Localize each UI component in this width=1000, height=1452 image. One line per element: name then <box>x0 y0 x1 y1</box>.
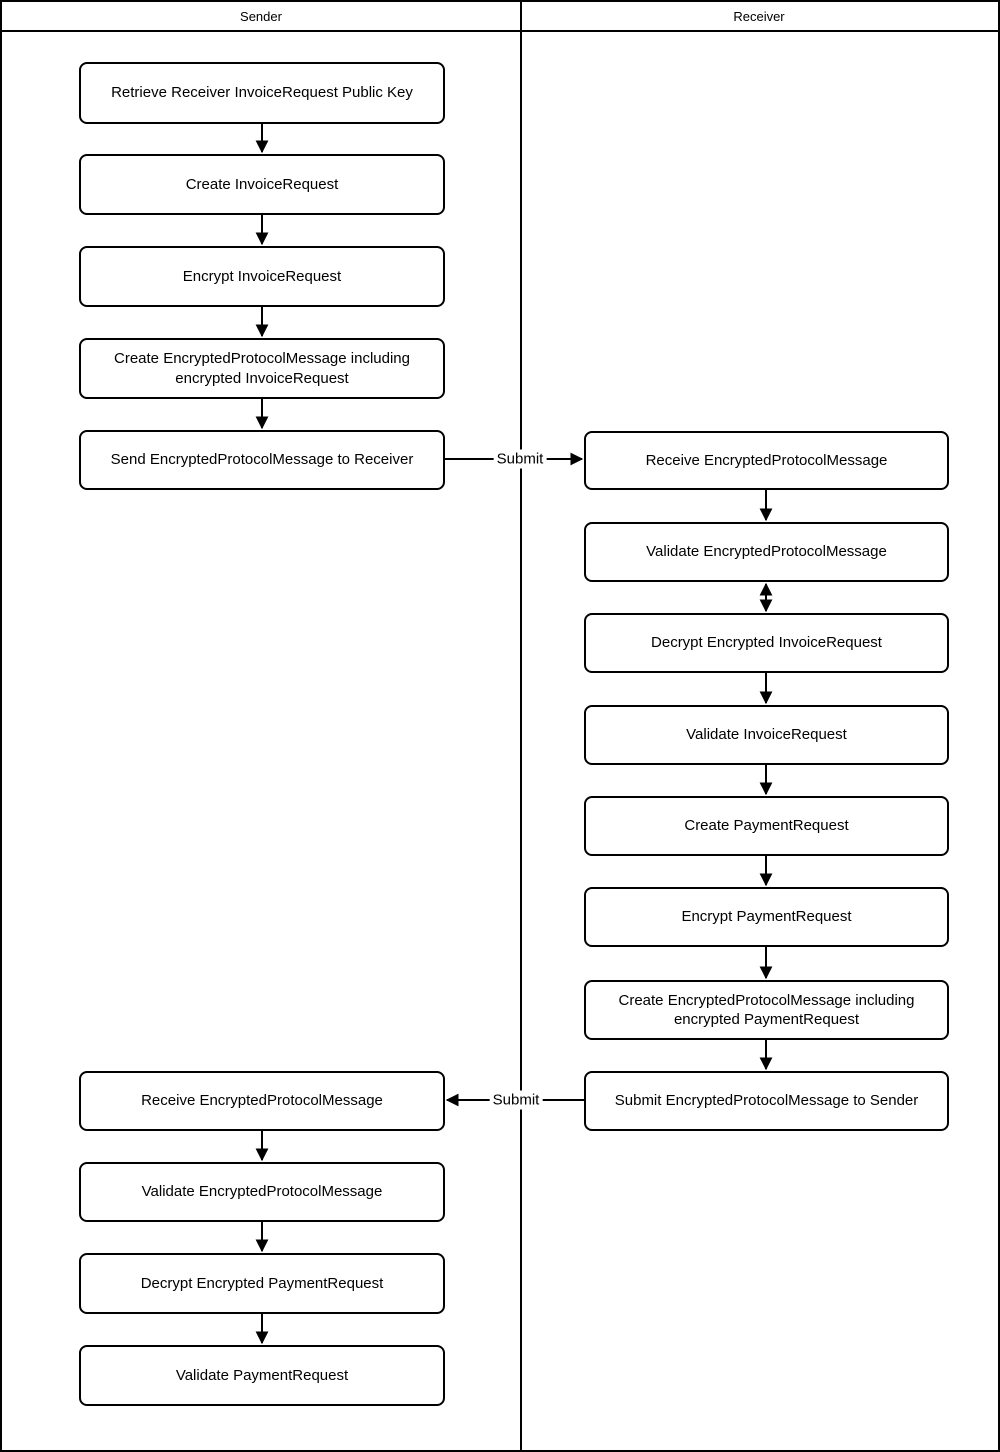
node-send-encryptedprotocolmessage-to-receiver: Send EncryptedProtocolMessage to Receive… <box>79 430 445 490</box>
lane-header-row: Sender Receiver <box>2 2 998 32</box>
node-encrypt-invoicerequest: Encrypt InvoiceRequest <box>79 246 445 307</box>
sender-lane-header: Sender <box>240 8 282 24</box>
node-retrieve-receiver-public-key: Retrieve Receiver InvoiceRequest Public … <box>79 62 445 124</box>
node-validate-invoicerequest: Validate InvoiceRequest <box>584 705 949 765</box>
node-submit-encryptedprotocolmessage-to-sender: Submit EncryptedProtocolMessage to Sende… <box>584 1071 949 1131</box>
node-create-encryptedprotocolmessage-invoicerequest: Create EncryptedProtocolMessage includin… <box>79 338 445 399</box>
lane-divider <box>520 2 522 1450</box>
node-decrypt-encrypted-invoicerequest: Decrypt Encrypted InvoiceRequest <box>584 613 949 673</box>
edge-label-submit-to-sender: Submit <box>489 1090 543 1110</box>
node-create-paymentrequest: Create PaymentRequest <box>584 796 949 856</box>
node-validate-paymentrequest: Validate PaymentRequest <box>79 1345 445 1406</box>
node-sender-receive-encryptedprotocolmessage: Receive EncryptedProtocolMessage <box>79 1071 445 1131</box>
node-create-encryptedprotocolmessage-paymentrequest: Create EncryptedProtocolMessage includin… <box>584 980 949 1040</box>
node-encrypt-paymentrequest: Encrypt PaymentRequest <box>584 887 949 947</box>
node-create-invoicerequest: Create InvoiceRequest <box>79 154 445 215</box>
receiver-lane-header: Receiver <box>733 8 785 24</box>
node-sender-validate-encryptedprotocolmessage: Validate EncryptedProtocolMessage <box>79 1162 445 1222</box>
edge-label-submit-to-receiver: Submit <box>493 449 547 469</box>
node-receiver-validate-encryptedprotocolmessage: Validate EncryptedProtocolMessage <box>584 522 949 582</box>
node-receiver-receive-encryptedprotocolmessage: Receive EncryptedProtocolMessage <box>584 431 949 490</box>
node-decrypt-encrypted-paymentrequest: Decrypt Encrypted PaymentRequest <box>79 1253 445 1314</box>
